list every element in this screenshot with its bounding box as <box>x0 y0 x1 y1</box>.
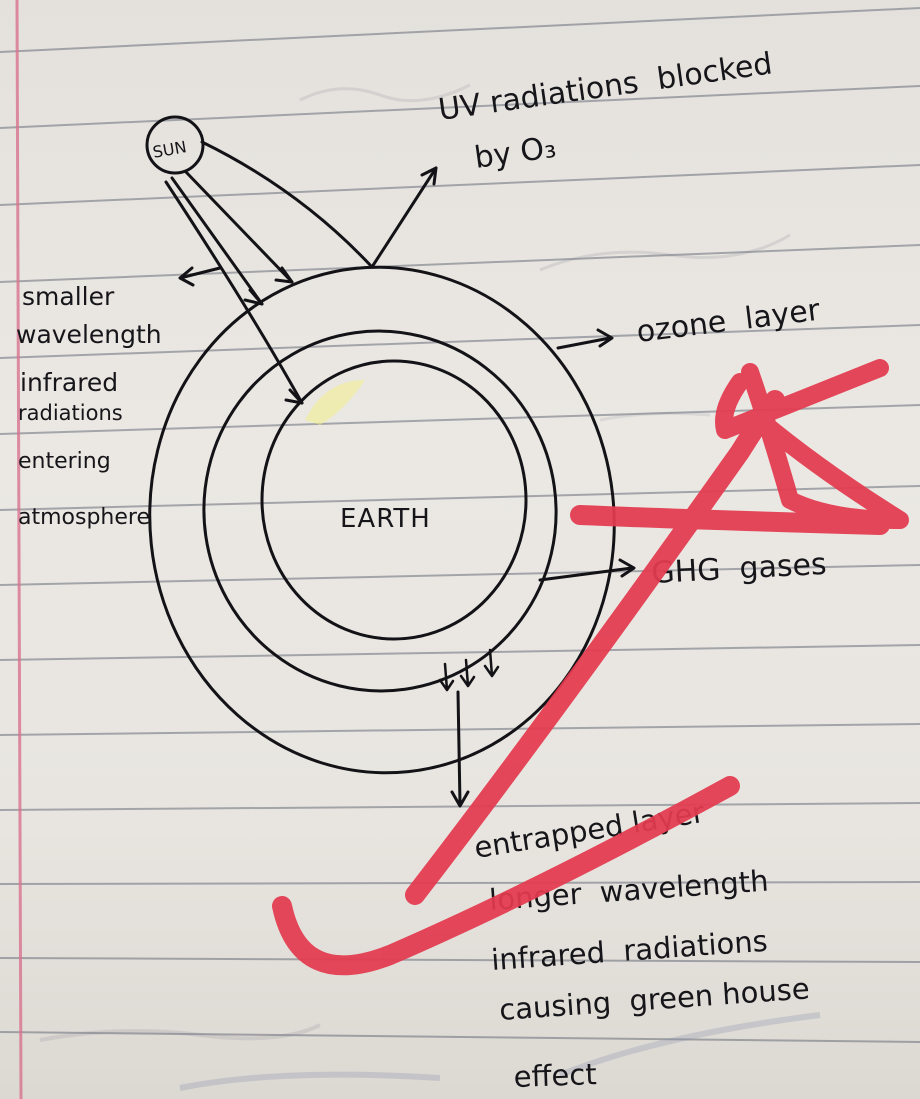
earth-label: EARTH <box>340 504 431 534</box>
outgoing-note-line-5: effect <box>513 1057 597 1094</box>
incoming-note: smaller wavelength infrared radiations e… <box>16 282 162 530</box>
highlighter-smudge <box>305 380 365 425</box>
margin-line <box>17 0 21 1099</box>
ozone-layer-label: ozone layer <box>635 293 823 350</box>
uv-note-line-2: by O₃ <box>472 130 558 176</box>
uv-note-line-1: UV radiations blocked <box>436 46 774 128</box>
incoming-note-arrow <box>180 268 220 285</box>
ghg-pointer-arrow <box>540 560 634 580</box>
outgoing-note-line-4: causing green house <box>498 971 811 1027</box>
outgoing-note-line-3: infrared radiations <box>490 924 769 977</box>
uv-reflected-ray <box>202 142 436 267</box>
incoming-rays <box>166 172 302 403</box>
incoming-note-line-5: entering <box>18 449 111 474</box>
incoming-note-line-2: wavelength <box>16 320 162 349</box>
incoming-note-line-6: atmosphere <box>18 505 150 530</box>
incoming-note-line-4: radiations <box>18 401 123 425</box>
incoming-note-line-3: infrared <box>20 368 118 397</box>
incoming-note-line-1: smaller <box>22 282 115 311</box>
ozone-pointer-arrow <box>558 330 612 348</box>
sun-label: SUN <box>151 137 188 162</box>
